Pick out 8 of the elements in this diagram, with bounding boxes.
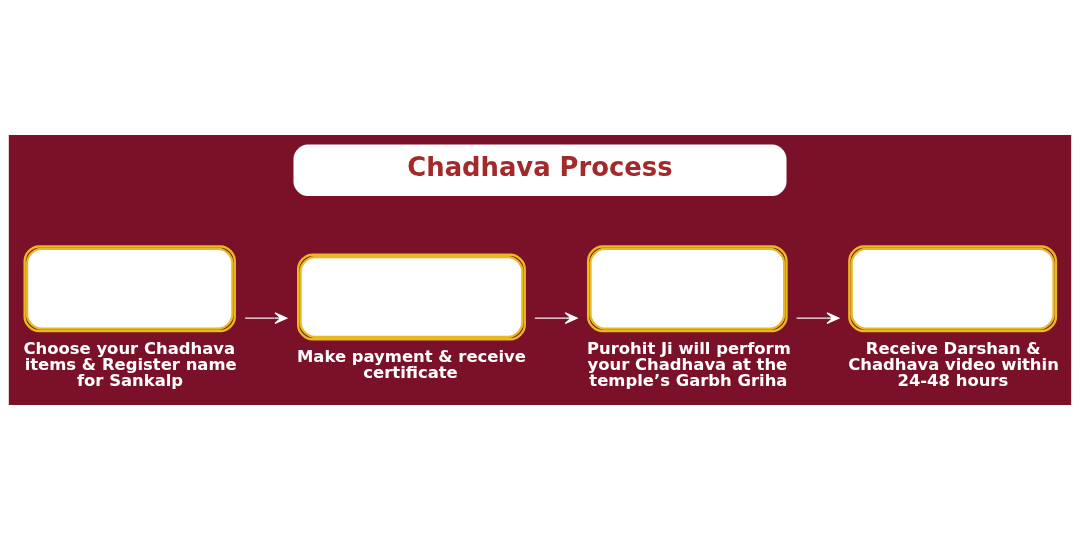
diagram-title: Chadhava Process (407, 151, 673, 182)
node-label: Choose your Chadhava items & Register name for Sankalp (23, 338, 237, 391)
arrow (244, 312, 288, 324)
arrow (534, 312, 578, 324)
node-label: Make payment & receive certificate (297, 346, 526, 383)
node-label: Purohit Ji will perform your Chadhava at the temple’s Garbh Griha (586, 338, 791, 391)
arrow (796, 312, 840, 324)
node-label: Receive Darshan & Chadhava video within 24-48 hours (848, 338, 1059, 391)
